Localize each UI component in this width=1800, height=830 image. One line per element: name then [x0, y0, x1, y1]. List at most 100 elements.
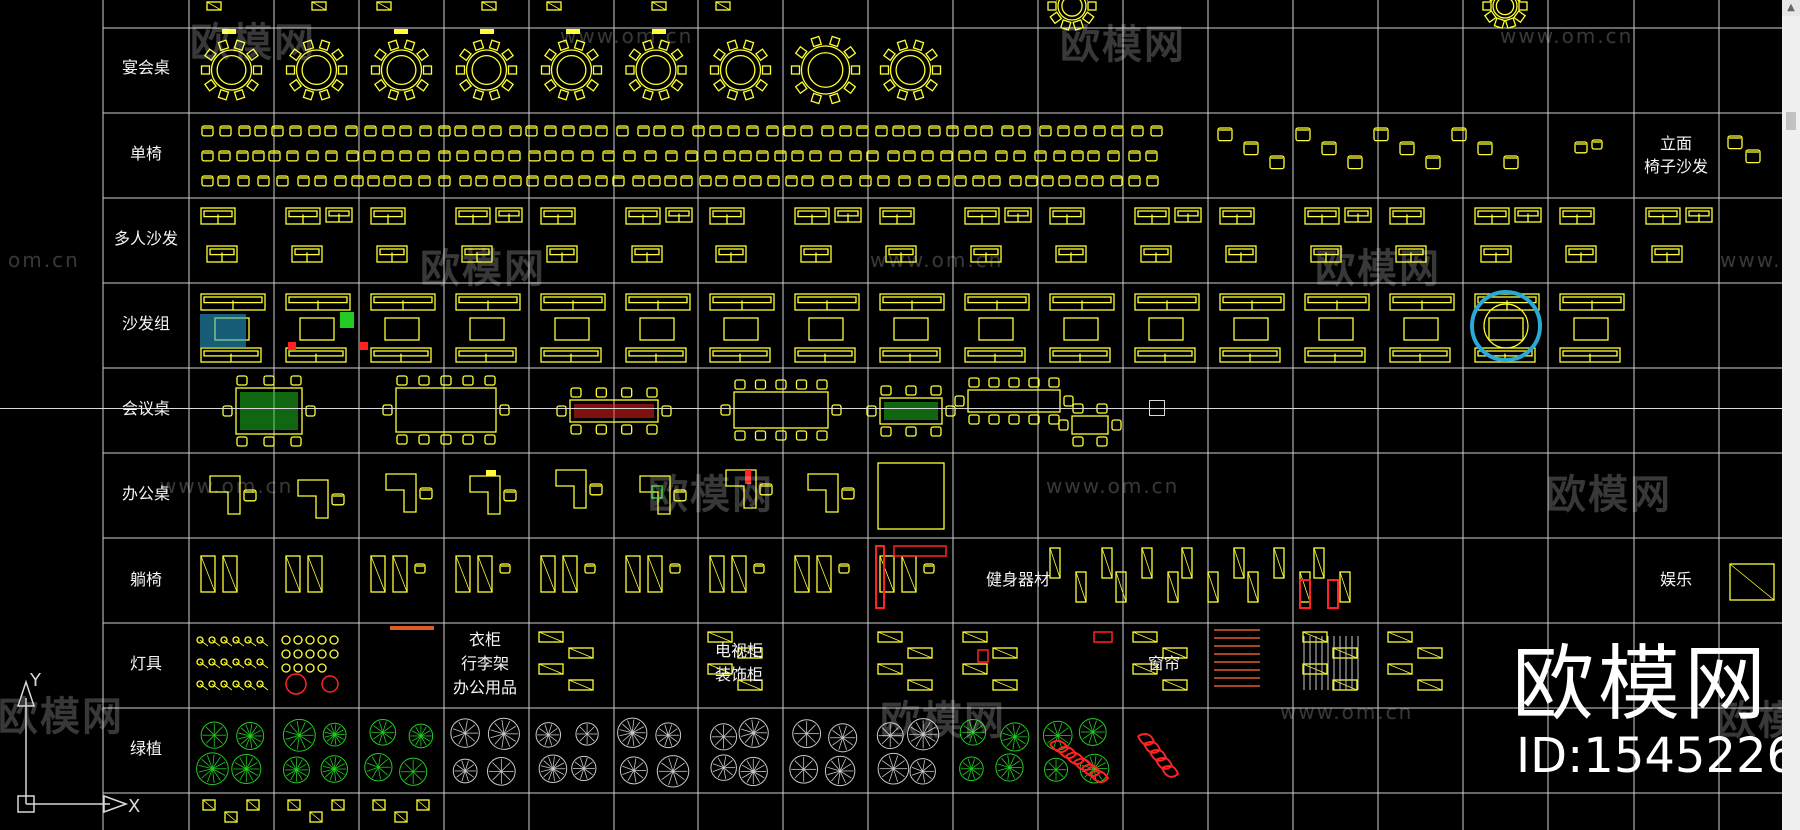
chair-block [438, 150, 451, 162]
chair-block [1574, 141, 1588, 154]
lamp-block [317, 635, 327, 645]
sofa-block [200, 293, 266, 311]
lamp-block [317, 649, 327, 659]
coffee-table-block [1318, 317, 1354, 341]
red-accent-block [288, 342, 296, 350]
sofa-block [1310, 245, 1342, 263]
vertical-scrollbar[interactable] [1782, 0, 1800, 830]
lamp-block [256, 636, 264, 644]
chair-block [289, 125, 302, 137]
scroll-thumb[interactable] [1786, 112, 1796, 130]
scroll-up-icon[interactable]: ▲ [1782, 0, 1800, 16]
round-table-block [1047, 0, 1097, 31]
chair-block [579, 125, 592, 137]
chair-block [257, 175, 270, 187]
meeting-table-block [556, 387, 672, 435]
chair-block [459, 175, 472, 187]
plant-block [710, 754, 737, 781]
desk-block [807, 473, 839, 513]
sofa-block [1004, 207, 1032, 223]
ucs-y-label: Y [29, 670, 42, 691]
chair-block [238, 125, 251, 137]
cad-symbol-block [879, 555, 895, 593]
chair-block [887, 150, 900, 162]
sofa-block [325, 207, 353, 223]
chair-block [954, 175, 967, 187]
chair-block [704, 150, 717, 162]
cad-symbol-block [1049, 547, 1061, 579]
chair-block [733, 175, 746, 187]
plant-block [738, 717, 769, 748]
cad-symbol-block [202, 799, 216, 811]
chair-block [821, 125, 834, 137]
cad-symbol-block [1115, 571, 1127, 603]
chair-block [673, 489, 687, 502]
meeting-table-block [222, 375, 316, 447]
sofa-block [206, 245, 238, 263]
chair-block [958, 150, 971, 162]
cad-symbol-block [992, 647, 1018, 659]
lamp-block [305, 649, 315, 659]
cad-symbol-block [206, 1, 222, 11]
coffee-table-block [978, 317, 1014, 341]
cad-symbol-block [372, 799, 386, 811]
cad-symbol-block [1075, 571, 1087, 603]
cad-grid [102, 0, 1782, 830]
plant-block [320, 755, 348, 783]
cad-symbol-block [707, 631, 733, 643]
chair-block [759, 483, 773, 496]
chair-block [791, 150, 804, 162]
table-marker [652, 29, 666, 34]
plant-block [617, 717, 648, 748]
lamp-block [223, 683, 233, 691]
chair-block [1145, 150, 1158, 162]
coffee-table-block [1233, 317, 1269, 341]
lamp-block [244, 658, 252, 666]
chair-block [584, 563, 596, 574]
coffee-table-block [1063, 317, 1099, 341]
cad-symbol-block [1101, 547, 1113, 579]
chair-block [892, 125, 905, 137]
sofa-block [1134, 347, 1196, 363]
row-label-office-desk: 办公桌 [121, 484, 170, 503]
chair-block [946, 125, 959, 137]
ucs-x-label: X [128, 796, 140, 817]
chair-block [637, 125, 650, 137]
chair-block [218, 150, 231, 162]
lamp-block [235, 639, 245, 647]
cad-symbol-block [1387, 663, 1413, 675]
plant-block [710, 723, 738, 751]
sofa-block [291, 245, 323, 263]
chair-block [1591, 139, 1603, 150]
lamp-block [208, 658, 216, 666]
chair-block [921, 150, 934, 162]
lamp-block [305, 663, 315, 673]
chair-block [1018, 125, 1031, 137]
chair-block [526, 175, 539, 187]
row-label-single-chair: 单椅 [129, 144, 162, 163]
sofa-block [879, 293, 945, 311]
round-table-block [370, 39, 433, 101]
cad-symbol-block [370, 555, 386, 593]
chair-block [1057, 125, 1070, 137]
chair-block [1041, 175, 1054, 187]
chair-block [1093, 125, 1106, 137]
chair-block [1425, 155, 1441, 170]
chair-block [1295, 127, 1311, 142]
chair-block [381, 150, 394, 162]
sofa-block [455, 293, 521, 311]
red-lamp-block [321, 675, 339, 693]
cad-symbol-block [1417, 647, 1443, 659]
chair-block [286, 150, 299, 162]
sofa-block [1304, 347, 1366, 363]
sofa-block [1219, 207, 1255, 225]
chair-block [749, 175, 762, 187]
sofa-block [1049, 293, 1115, 311]
chair-block [418, 175, 431, 187]
desk-marker [486, 470, 496, 476]
plant-block [282, 718, 316, 752]
plant-block [538, 754, 568, 784]
chair-block [859, 175, 872, 187]
chair-block [856, 125, 869, 137]
